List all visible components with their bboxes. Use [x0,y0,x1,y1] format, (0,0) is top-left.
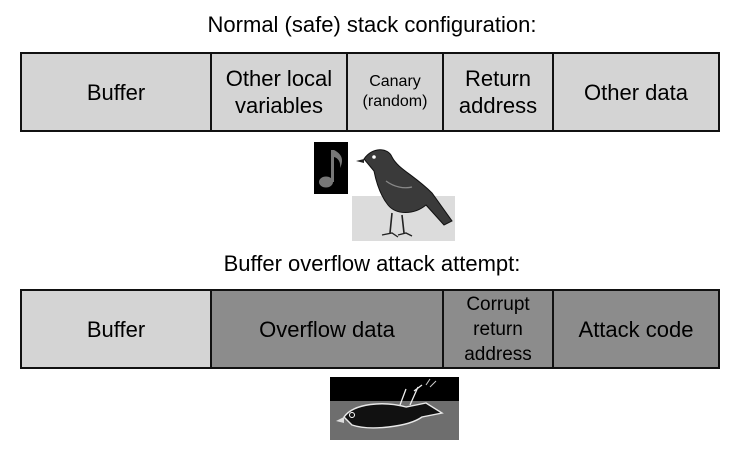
attack-code-cell: Attack code [554,291,718,367]
music-note-icon [314,142,348,194]
safe-stack-diagram: Buffer Other local variables Canary (ran… [20,52,720,132]
attack-stack-diagram: Buffer Overflow data Corrupt return addr… [20,289,720,369]
dead-canary-bird-image [330,377,459,440]
dead-bird-graphic [330,377,459,429]
safe-buffer-cell: Buffer [22,54,212,130]
other-local-variables-cell: Other local variables [212,54,348,130]
corrupt-return-address-cell: Corrupt return address [444,291,554,367]
safe-stack-heading: Normal (safe) stack configuration: [207,12,537,37]
live-bird-graphic [352,141,455,238]
music-note-graphic [319,150,342,188]
return-address-cell: Return address [444,54,554,130]
attack-heading: Buffer overflow attack attempt: [223,251,521,276]
other-data-cell: Other data [554,54,718,130]
canary-bird-image [352,141,455,241]
attack-buffer-cell: Buffer [22,291,212,367]
canary-cell: Canary (random) [348,54,444,130]
overflow-data-cell: Overflow data [212,291,444,367]
